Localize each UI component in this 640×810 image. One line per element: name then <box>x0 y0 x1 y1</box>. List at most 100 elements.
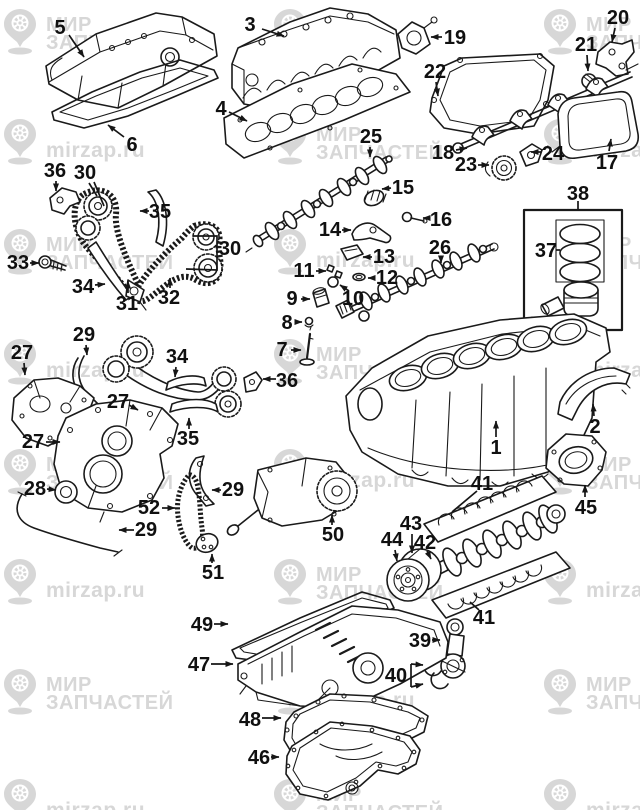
chain-guide-lower-part-34 <box>165 375 207 391</box>
callout-23: 23 <box>455 154 490 176</box>
watermark-site-text: mirzap.ru <box>316 249 415 272</box>
part-number-label: 25 <box>360 126 382 148</box>
bolt-part-33 <box>38 255 67 272</box>
part-number-label: 10 <box>342 288 364 310</box>
callout-4: 4 <box>215 98 248 122</box>
crank-seal-part-28 <box>54 480 78 504</box>
callout-26: 26 <box>429 237 451 264</box>
callout-35: 35 <box>139 201 171 223</box>
watermark-brand-text: МИР <box>316 124 362 146</box>
spring-part-15 <box>363 189 387 207</box>
callout-25: 25 <box>360 126 382 158</box>
watermark-site-text: mirzap.ru <box>586 799 640 810</box>
callout-27: 27 <box>11 342 33 376</box>
main-bearings-upper-part-41 <box>423 475 557 543</box>
part-number-label: 47 <box>188 654 210 676</box>
rocker-shaft-assembly-part-18 <box>452 63 639 154</box>
part-number-label: 4 <box>215 98 227 120</box>
callout-13: 13 <box>362 246 395 268</box>
part-number-label: 37 <box>535 240 557 262</box>
bracket-part-20 <box>595 39 635 77</box>
rocker-arm-part-14 <box>351 222 392 244</box>
callout-36: 36 <box>44 160 66 192</box>
callout-39: 39 <box>409 630 441 652</box>
callout-46: 46 <box>248 747 280 769</box>
callout-50: 50 <box>322 514 344 546</box>
part-number-label: 12 <box>376 267 398 289</box>
callout-28: 28 <box>24 478 57 500</box>
part-number-label: 14 <box>319 219 342 241</box>
callout-22: 22 <box>424 61 446 97</box>
head-gasket-part-4 <box>223 63 411 159</box>
part-number-label: 49 <box>191 614 213 636</box>
callout-14: 14 <box>319 219 352 241</box>
watermark-site-logo: mirzap.ru <box>4 779 145 810</box>
part-number-label: 43 <box>400 513 422 535</box>
seal-ring-part-10 <box>327 276 339 288</box>
part-number-label: 31 <box>116 293 138 315</box>
callout-21: 21 <box>575 34 597 72</box>
callout-16: 16 <box>422 209 452 231</box>
piston-kit-box-parts-37-38 <box>522 208 624 332</box>
part-number-label: 2 <box>589 416 600 438</box>
callout-41: 41 <box>451 473 493 513</box>
valve-cover-gasket-part-6 <box>51 59 219 129</box>
part-number-label: 28 <box>24 478 46 500</box>
callout-34: 34 <box>72 276 106 298</box>
part-number-label: 6 <box>126 134 137 156</box>
part-number-label: 34 <box>72 276 95 298</box>
watermark-site-text: mirzap.ru <box>46 139 145 162</box>
callout-15: 15 <box>381 177 414 199</box>
part-number-label: 52 <box>138 497 160 519</box>
part-number-label: 1 <box>490 437 501 459</box>
part-number-label: 27 <box>22 431 44 453</box>
callout-35: 35 <box>177 417 199 450</box>
valve-cover-part-5 <box>45 12 218 109</box>
part-number-label: 27 <box>11 342 33 364</box>
part-number-label: 34 <box>166 346 189 368</box>
part-number-label: 21 <box>575 34 597 56</box>
watermark-brand-text: МИР <box>316 564 362 586</box>
callout-45: 45 <box>575 484 597 519</box>
callout-18: 18 <box>432 142 468 164</box>
callout-51: 51 <box>202 553 224 584</box>
callout-9: 9 <box>286 288 311 310</box>
part-number-label: 45 <box>575 497 597 519</box>
part-number-label: 48 <box>239 709 261 731</box>
callout-8: 8 <box>281 312 303 334</box>
callout-11: 11 <box>293 260 327 282</box>
callout-31: 31 <box>116 280 138 315</box>
callout-40: 40 <box>385 661 424 689</box>
callout-36: 36 <box>262 370 298 392</box>
part-number-label: 13 <box>373 246 395 268</box>
part-number-label: 8 <box>281 312 292 334</box>
watermark-brand-text: МИР <box>46 674 92 696</box>
part-number-label: 30 <box>219 238 241 260</box>
part-number-label: 19 <box>444 27 466 49</box>
callout-17: 17 <box>596 138 618 174</box>
part-number-label: 23 <box>455 154 477 176</box>
part-number-label: 29 <box>222 479 244 501</box>
valve-keepers-part-11 <box>326 264 343 279</box>
part-number-label: 26 <box>429 237 451 259</box>
svg-text:ЗАПЧАСТЕЙ: ЗАПЧАСТЕЙ <box>46 690 173 714</box>
part-number-label: 7 <box>276 339 287 361</box>
callout-29: 29 <box>211 479 244 501</box>
watermark-site-text: mirzap.ru <box>586 579 640 602</box>
cover-part-17 <box>551 90 640 160</box>
part-number-label: 40 <box>385 665 407 687</box>
part-number-label: 41 <box>471 473 493 495</box>
timing-chain-upper-parts-30-31-32 <box>49 187 224 311</box>
callout-52: 52 <box>138 497 176 519</box>
part-number-label: 36 <box>44 160 66 182</box>
callout-2: 2 <box>589 403 601 438</box>
chain-guide-part-34 <box>87 241 133 301</box>
callout-43: 43 <box>400 513 422 554</box>
oil-pan-lower-part-46 <box>285 721 421 801</box>
callout-30: 30 <box>74 162 105 207</box>
callout-6: 6 <box>107 124 138 156</box>
callout-48: 48 <box>239 709 282 731</box>
callout-42: 42 <box>414 532 436 560</box>
oil-pan-upper-part-47 <box>237 605 449 709</box>
